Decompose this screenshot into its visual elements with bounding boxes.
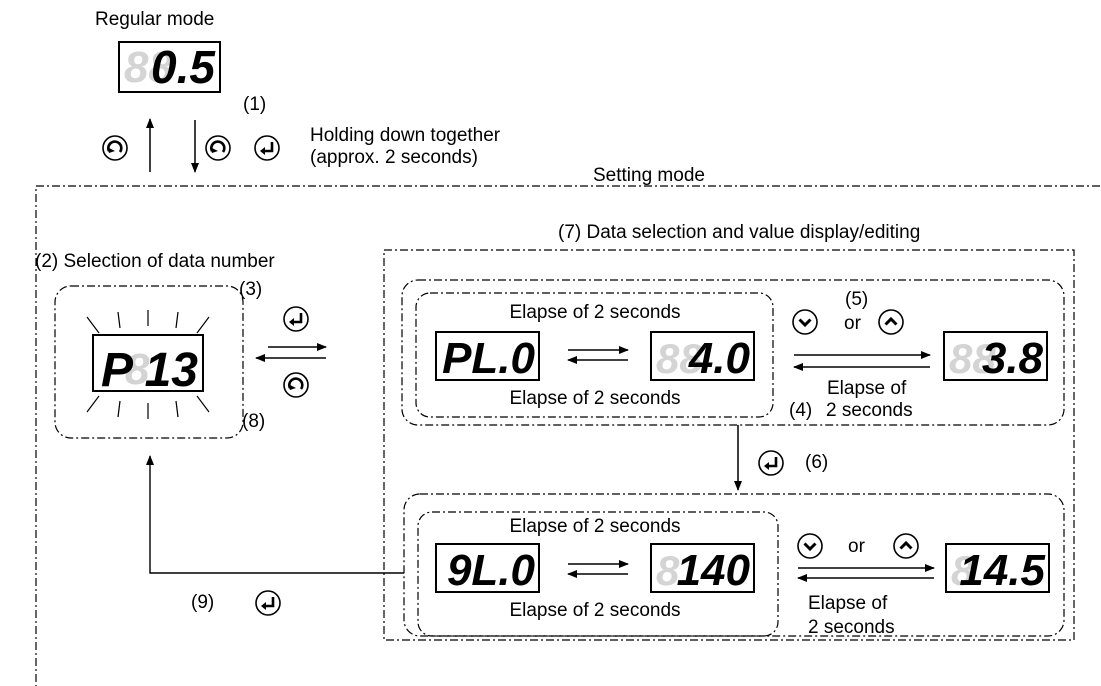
row2-value-display (650, 543, 755, 593)
row1-bottom-note: Elapse of 2 seconds (509, 388, 681, 409)
down-key-icon[interactable] (791, 308, 819, 336)
regular-display (118, 41, 221, 93)
row1-value-display (650, 331, 755, 381)
row2-value-display-value: 140 (677, 546, 751, 595)
enter-key-icon[interactable] (757, 449, 785, 477)
row1-name-display (435, 331, 540, 381)
row2-edited-display-dim: 8 (951, 547, 975, 594)
row1-elapse-line2: 2 seconds (826, 400, 913, 421)
row2-edited-display (945, 543, 1050, 593)
step-3-label: (3) (239, 279, 263, 300)
mode-key-icon[interactable] (282, 371, 310, 399)
row1-edited-display (943, 331, 1048, 381)
holding-note-line1: Holding down together (310, 125, 501, 146)
exit-arrow (146, 455, 404, 574)
regular-mode-label: Regular mode (95, 9, 215, 30)
row2-elapse-line2: 2 seconds (808, 617, 895, 638)
step-1-label: (1) (243, 94, 267, 115)
step-5-label: (5) (845, 289, 869, 310)
selection-display (92, 334, 204, 392)
row1-frame (401, 279, 1065, 426)
up-key-icon[interactable] (892, 532, 920, 560)
step-6-label: (6) (805, 452, 829, 473)
row2-bottom-note: Elapse of 2 seconds (509, 600, 681, 621)
mode-key-icon[interactable] (101, 134, 129, 162)
step-9-label: (9) (191, 592, 215, 613)
row1-or-label: or (844, 313, 861, 334)
selection-display-value: P 13 (101, 344, 198, 397)
row1-value-display-dim: 88 (656, 335, 703, 382)
regular-display-dim: 88 (124, 43, 173, 92)
data-panel-title: (7) Data selection and value display/edi… (558, 222, 921, 243)
row1-cycle-frame (415, 292, 774, 418)
enter-key-icon[interactable] (282, 305, 310, 333)
row1-edited-display-dim: 88 (949, 335, 996, 382)
step-8-label: (8) (242, 411, 266, 432)
regular-display-value: 0.5 (151, 41, 216, 93)
blink-rays (86, 310, 210, 419)
row2-cycle-frame (417, 511, 779, 637)
up-key-icon[interactable] (877, 308, 905, 336)
row2-elapse-line1: Elapse of (808, 593, 888, 614)
data-panel-frame (383, 249, 1075, 641)
row2-edited-display-value: 14.5 (959, 546, 1045, 595)
row1-value-display-value: 4.0 (688, 334, 751, 383)
down-key-icon[interactable] (796, 532, 824, 560)
enter-key-icon[interactable] (253, 134, 281, 162)
row2-or-label: or (848, 536, 865, 557)
row2-value-display-dim: 8 (656, 547, 680, 594)
row1-elapse-line1: Elapse of (827, 378, 907, 399)
setting-mode-label: Setting mode (593, 165, 705, 186)
row2-top-note: Elapse of 2 seconds (509, 516, 681, 537)
selection-display-dim: 8 (125, 345, 150, 394)
row2-frame (403, 493, 1065, 637)
selection-title: (2) Selection of data number (35, 251, 275, 272)
selection-frame (54, 285, 244, 439)
row1-edited-display-value: 3.8 (982, 334, 1044, 383)
enter-key-icon[interactable] (254, 589, 282, 617)
row1-top-note: Elapse of 2 seconds (509, 302, 681, 323)
setting-mode-frame (35, 185, 1101, 686)
row1-name-display-value: PL.0 (442, 334, 535, 383)
step-4-label: (4) (789, 400, 813, 421)
mode-key-icon[interactable] (204, 134, 232, 162)
row2-name-display (435, 543, 540, 593)
holding-note-line2: (approx. 2 seconds) (310, 147, 478, 168)
row2-name-display-value: 9L.0 (447, 546, 536, 595)
